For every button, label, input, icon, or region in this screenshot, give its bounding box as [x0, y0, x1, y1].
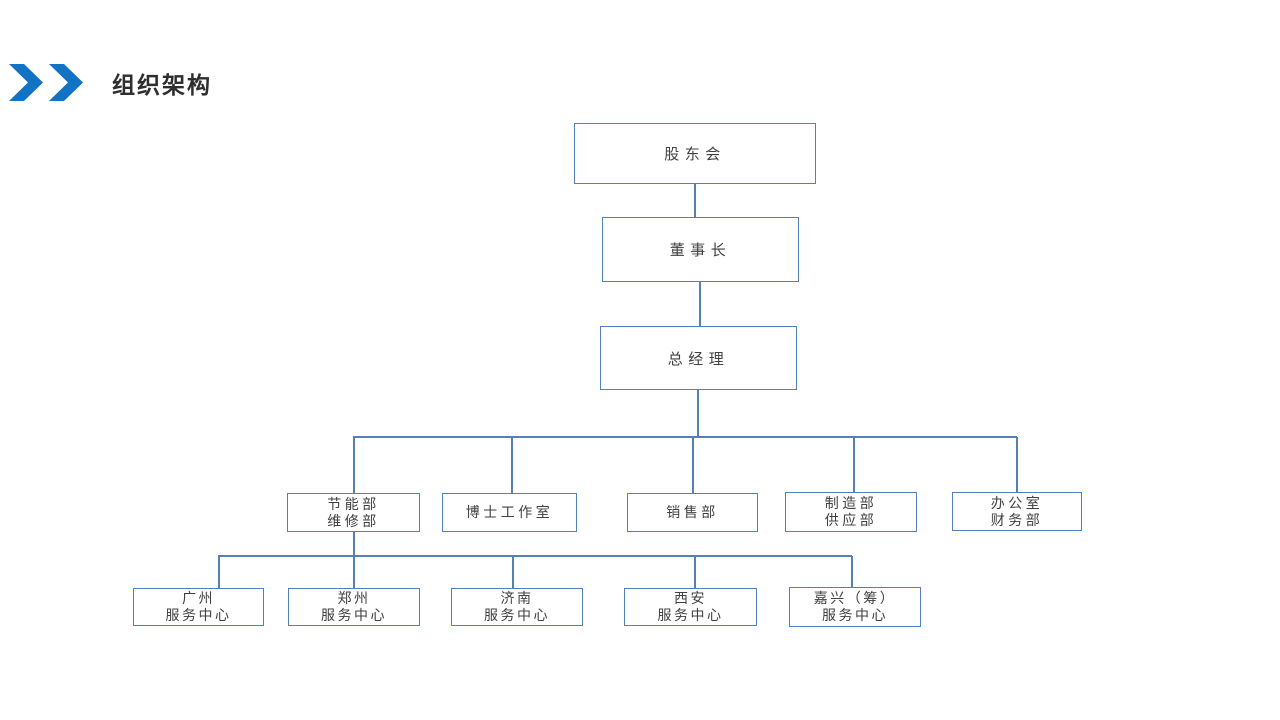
org-node-general-manager: 总经理: [600, 326, 797, 390]
connector-drop-office: [1016, 437, 1018, 492]
connector-drop-sales: [692, 437, 694, 493]
connector-energy-servicecenters: [353, 532, 355, 556]
double-chevron-icon: [8, 64, 86, 101]
connector-shareholders-chairman: [694, 184, 696, 217]
org-node-label-line1: 办公室: [990, 494, 1044, 511]
org-node-label-line2: 服务中心: [822, 607, 888, 623]
org-node-label-line2: 服务中心: [484, 607, 550, 623]
org-node-label-line1: 广州: [182, 590, 215, 606]
org-node-manufacturing-supply: 制造部 供应部: [785, 492, 917, 532]
connector-drop-manufacturing: [853, 437, 855, 492]
org-node-doctor-studio: 博士工作室: [442, 493, 577, 532]
connector-drop-doctor-studio: [511, 437, 513, 493]
org-node-label-line2: 供应部: [824, 512, 878, 528]
org-node-label: 股东会: [664, 146, 726, 163]
org-node-label-line1: 郑州: [337, 590, 371, 606]
page-title: 组织架构: [112, 72, 212, 98]
connector-drop-xian: [694, 556, 696, 588]
org-node-label: 销售部: [666, 504, 719, 520]
org-node-label-line1: 节能部: [327, 495, 380, 512]
org-node-label-line2: 服务中心: [165, 607, 232, 623]
org-node-service-jiaxing: 嘉兴（筹） 服务中心: [789, 587, 921, 627]
org-node-office-finance: 办公室 财务部: [952, 492, 1082, 531]
org-node-label-line2: 服务中心: [321, 607, 387, 623]
org-node-energy-maintenance: 节能部 维修部: [287, 493, 420, 532]
org-node-label-line1: 嘉兴（筹）: [813, 590, 897, 606]
connector-drop-jinan: [512, 556, 514, 588]
org-node-label-line2: 财务部: [990, 511, 1044, 528]
org-node-label-line2: 服务中心: [657, 607, 724, 623]
org-node-label: 董事长: [669, 242, 732, 259]
org-node-label: 总经理: [667, 350, 730, 368]
org-node-label-line1: 制造部: [824, 495, 878, 511]
connector-drop-energy: [353, 437, 355, 493]
connector-servicecenters-bus: [218, 555, 852, 557]
connector-gm-departments: [697, 390, 699, 437]
org-node-label-line2: 维修部: [327, 512, 380, 529]
org-node-label-line1: 西安: [674, 590, 707, 606]
org-node-service-zhengzhou: 郑州 服务中心: [288, 588, 420, 626]
connector-drop-jiaxing: [851, 556, 853, 587]
connector-departments-bus: [353, 436, 1017, 438]
connector-chairman-gm: [699, 282, 701, 326]
org-node-service-xian: 西安 服务中心: [624, 588, 757, 626]
org-node-sales: 销售部: [627, 493, 758, 532]
connector-drop-guangzhou: [218, 556, 220, 588]
org-node-service-guangzhou: 广州 服务中心: [133, 588, 264, 626]
org-node-label: 博士工作室: [465, 504, 554, 520]
connector-drop-zhengzhou: [353, 556, 355, 588]
org-node-label-line1: 济南: [500, 590, 534, 606]
org-node-service-jinan: 济南 服务中心: [451, 588, 583, 626]
org-node-chairman: 董事长: [602, 217, 799, 282]
org-node-shareholders: 股东会: [574, 123, 816, 184]
